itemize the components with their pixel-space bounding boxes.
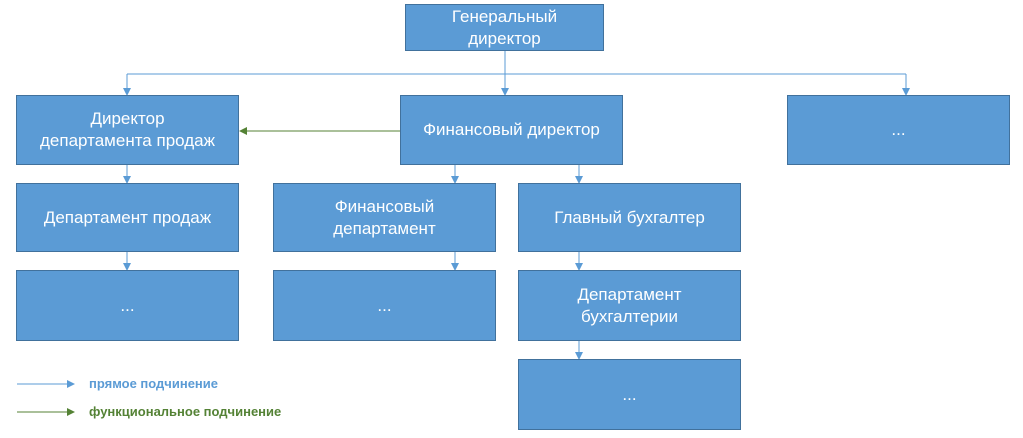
node-sales-sub: ... bbox=[16, 270, 239, 341]
node-accounting-department: Департамент бухгалтерии bbox=[518, 270, 741, 341]
node-other-top: ... bbox=[787, 95, 1010, 165]
node-accounting-sub: ... bbox=[518, 359, 741, 430]
node-finance-sub: ... bbox=[273, 270, 496, 341]
node-cfo: Финансовый директор bbox=[400, 95, 623, 165]
node-chief-accountant: Главный бухгалтер bbox=[518, 183, 741, 252]
node-ceo: Генеральный директор bbox=[405, 4, 604, 51]
node-sales-department: Департамент продаж bbox=[16, 183, 239, 252]
legend-direct-label: прямое подчинение bbox=[89, 376, 219, 391]
legend-functional-label: функциональное подчинение bbox=[89, 404, 282, 419]
node-sales-director: Директор департамента продаж bbox=[16, 95, 239, 165]
node-finance-department: Финансовый департамент bbox=[273, 183, 496, 252]
